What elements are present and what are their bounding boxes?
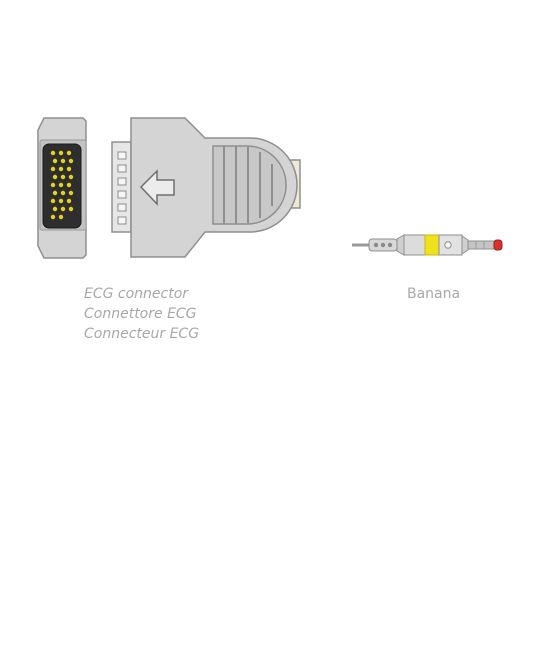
connector-pin (50, 182, 56, 188)
comb-pin (117, 151, 127, 160)
arrow-left-icon (139, 169, 175, 206)
connector-pin (60, 174, 66, 180)
comb-pin (117, 164, 127, 173)
connector-pin (68, 190, 74, 196)
banana-color-band (424, 234, 440, 256)
connector-pin (68, 174, 74, 180)
connector-pin (52, 174, 58, 180)
comb-pin (117, 216, 127, 225)
connector-pin (60, 206, 66, 212)
connector-pin (58, 198, 64, 204)
pin-grid (50, 150, 74, 220)
connector-pin (66, 166, 72, 172)
ecg-plug-icon (37, 117, 87, 259)
banana-plug-icon (352, 234, 503, 256)
connector-pin (66, 198, 72, 204)
connector-pin (66, 182, 72, 188)
caption-french: Connecteur ECG (84, 326, 200, 342)
comb-pin (117, 203, 127, 212)
connector-pin (52, 158, 58, 164)
connector-pin (50, 198, 56, 204)
ecg-housing-icon (111, 117, 298, 258)
connector-pin (52, 206, 58, 212)
comb-pin (117, 177, 127, 186)
connector-pin (50, 166, 56, 172)
connector-pin (50, 150, 56, 156)
connector-pin (58, 182, 64, 188)
comb-pin (117, 190, 127, 199)
connector-pin (58, 150, 64, 156)
pin-comb (117, 151, 127, 225)
connector-pin (58, 214, 64, 220)
connector-pin (60, 158, 66, 164)
connector-pin (60, 190, 66, 196)
ecg-connector-caption: ECG connector Connettore ECG Connecteur … (84, 284, 199, 344)
caption-english: ECG connector (84, 286, 189, 302)
connector-pin (68, 206, 74, 212)
grip-ridges-icon (212, 145, 287, 225)
connector-pin (50, 214, 56, 220)
caption-italian: Connettore ECG (84, 306, 197, 322)
connector-pin (66, 150, 72, 156)
banana-tip (493, 239, 503, 251)
connector-pin (58, 166, 64, 172)
connector-pin (52, 190, 58, 196)
banana-caption: Banana (407, 286, 461, 302)
connector-pin (68, 158, 74, 164)
